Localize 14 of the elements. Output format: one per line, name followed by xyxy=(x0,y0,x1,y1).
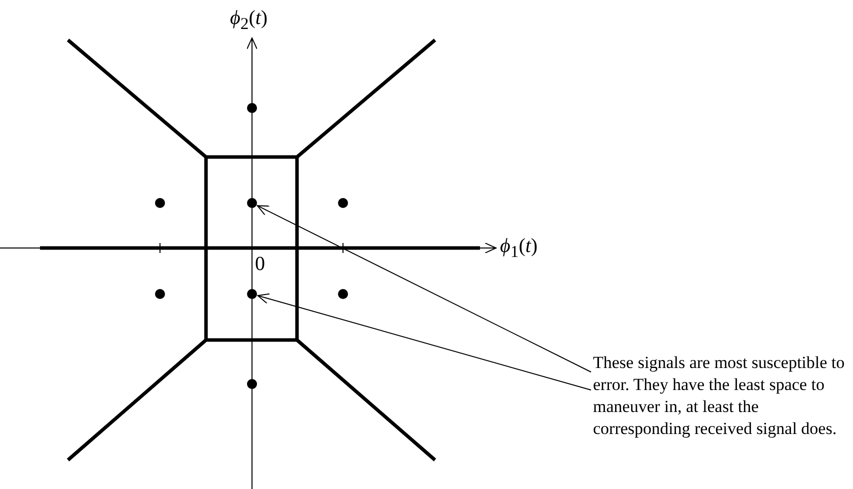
axis-label: ϕ$_{2}$(t) xyxy=(230,8,268,33)
signal-point xyxy=(155,289,165,299)
signal-point xyxy=(338,289,348,299)
leader-arrow xyxy=(256,205,592,372)
signal-point xyxy=(247,289,257,299)
axis-label: ϕ$_{1}$(t) xyxy=(500,236,538,261)
signal-point xyxy=(338,198,348,208)
origin-label: 0 xyxy=(255,254,265,274)
signal-point xyxy=(247,379,257,389)
signal-point xyxy=(247,198,257,208)
annotation-text: These signals are most susceptible to error. They have the least space to maneuver in, at least the corresponding received signal does. xyxy=(593,352,853,440)
leader-arrow xyxy=(257,293,592,390)
signal-point xyxy=(155,198,165,208)
signal-point xyxy=(247,103,257,113)
